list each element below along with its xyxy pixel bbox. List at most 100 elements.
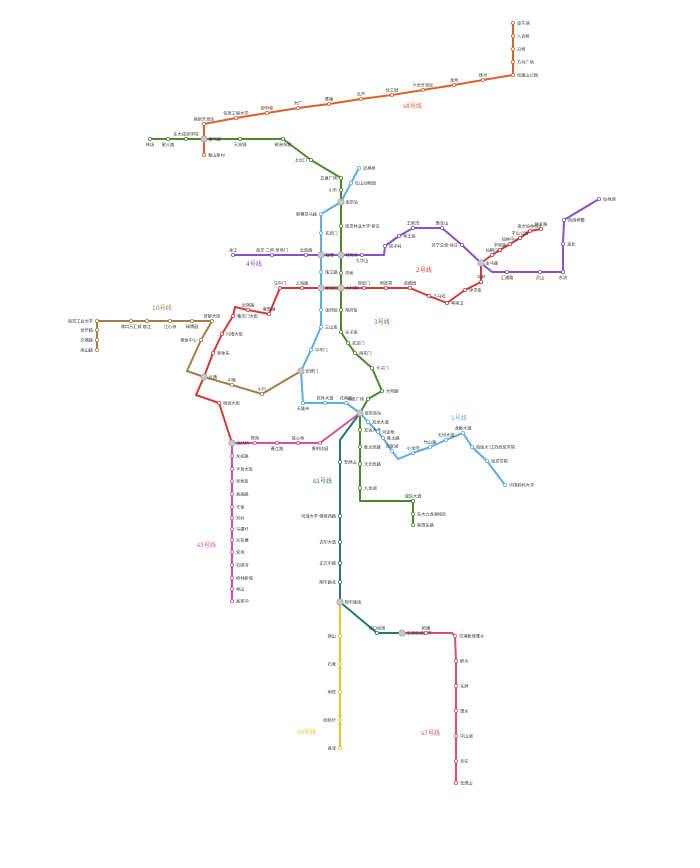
station-marker[interactable]	[410, 450, 415, 455]
station-marker[interactable]	[356, 165, 361, 170]
station-marker[interactable]	[469, 444, 474, 449]
station-marker[interactable]	[453, 659, 458, 664]
station-marker[interactable]	[337, 561, 342, 566]
station-marker[interactable]	[453, 684, 458, 689]
station-marker[interactable]	[365, 396, 370, 401]
station-marker[interactable]	[229, 527, 234, 532]
station-marker[interactable]	[210, 350, 215, 355]
interchange-station[interactable]	[200, 135, 208, 143]
station-marker[interactable]	[480, 78, 485, 83]
station-marker[interactable]	[452, 634, 457, 639]
station-marker[interactable]	[277, 285, 282, 290]
station-marker[interactable]	[337, 459, 342, 464]
station-marker[interactable]	[245, 307, 250, 312]
station-marker[interactable]	[229, 466, 234, 471]
station-marker[interactable]	[300, 400, 305, 405]
station-marker[interactable]	[410, 512, 415, 517]
station-marker[interactable]	[338, 223, 343, 228]
station-marker[interactable]	[504, 269, 509, 274]
station-marker[interactable]	[518, 235, 523, 240]
interchange-station[interactable]	[477, 259, 485, 267]
station-marker[interactable]	[562, 217, 567, 222]
station-marker[interactable]	[426, 293, 431, 298]
station-marker[interactable]	[337, 540, 342, 545]
station-marker[interactable]	[299, 285, 304, 290]
station-marker[interactable]	[229, 599, 234, 604]
station-marker[interactable]	[410, 523, 415, 528]
station-marker[interactable]	[318, 307, 323, 312]
station-marker[interactable]	[451, 83, 456, 88]
station-marker[interactable]	[561, 269, 566, 274]
station-marker[interactable]	[274, 440, 279, 445]
station-marker[interactable]	[317, 440, 322, 445]
station-marker[interactable]	[308, 157, 313, 162]
station-marker[interactable]	[338, 175, 343, 180]
station-marker[interactable]	[337, 690, 342, 695]
station-marker[interactable]	[383, 285, 388, 290]
station-marker[interactable]	[382, 243, 387, 248]
station-marker[interactable]	[528, 228, 533, 233]
station-marker[interactable]	[264, 111, 269, 116]
station-marker[interactable]	[502, 482, 507, 487]
station-marker[interactable]	[410, 225, 415, 230]
station-marker[interactable]	[369, 365, 374, 370]
station-marker[interactable]	[443, 437, 448, 442]
station-marker[interactable]	[95, 327, 100, 332]
station-marker[interactable]	[295, 440, 300, 445]
interchange-station[interactable]	[317, 251, 325, 259]
station-marker[interactable]	[484, 458, 489, 463]
station-marker[interactable]	[219, 331, 224, 336]
station-marker[interactable]	[233, 116, 238, 121]
station-marker[interactable]	[318, 269, 323, 274]
station-marker[interactable]	[462, 287, 467, 292]
station-marker[interactable]	[259, 391, 264, 396]
station-marker[interactable]	[359, 252, 364, 257]
interchange-station[interactable]	[337, 284, 345, 292]
station-marker[interactable]	[460, 430, 465, 435]
station-marker[interactable]	[198, 337, 203, 342]
station-marker[interactable]	[229, 516, 234, 521]
station-marker[interactable]	[128, 318, 133, 323]
station-marker[interactable]	[269, 252, 274, 257]
station-marker[interactable]	[453, 781, 458, 786]
station-marker[interactable]	[343, 400, 348, 405]
station-marker[interactable]	[337, 514, 342, 519]
station-marker[interactable]	[489, 252, 494, 257]
station-marker[interactable]	[358, 97, 363, 102]
station-marker[interactable]	[229, 453, 234, 458]
station-marker[interactable]	[357, 485, 362, 490]
station-marker[interactable]	[303, 252, 308, 257]
station-marker[interactable]	[337, 718, 342, 723]
station-marker[interactable]	[337, 580, 342, 585]
station-marker[interactable]	[338, 270, 343, 275]
interchange-station[interactable]	[297, 367, 305, 375]
station-marker[interactable]	[229, 538, 234, 543]
station-marker[interactable]	[379, 388, 384, 393]
station-marker[interactable]	[295, 106, 300, 111]
station-marker[interactable]	[318, 230, 323, 235]
station-marker[interactable]	[229, 550, 234, 555]
station-marker[interactable]	[510, 60, 515, 65]
station-marker[interactable]	[410, 498, 415, 503]
station-marker[interactable]	[380, 435, 385, 440]
interchange-station[interactable]	[337, 251, 345, 259]
station-marker[interactable]	[229, 491, 234, 496]
station-marker[interactable]	[507, 241, 512, 246]
station-marker[interactable]	[597, 196, 602, 201]
station-marker[interactable]	[478, 279, 483, 284]
station-marker[interactable]	[95, 347, 100, 352]
station-marker[interactable]	[338, 329, 343, 334]
interchange-station[interactable]	[337, 198, 345, 206]
interchange-station[interactable]	[356, 409, 364, 417]
station-marker[interactable]	[322, 400, 327, 405]
station-marker[interactable]	[453, 709, 458, 714]
station-marker[interactable]	[375, 429, 380, 434]
station-marker[interactable]	[453, 759, 458, 764]
station-marker[interactable]	[280, 136, 285, 141]
station-marker[interactable]	[209, 318, 214, 323]
station-marker[interactable]	[337, 746, 342, 751]
station-marker[interactable]	[144, 318, 149, 323]
station-marker[interactable]	[230, 252, 235, 257]
station-marker[interactable]	[348, 180, 353, 185]
interchange-station[interactable]	[336, 598, 344, 606]
